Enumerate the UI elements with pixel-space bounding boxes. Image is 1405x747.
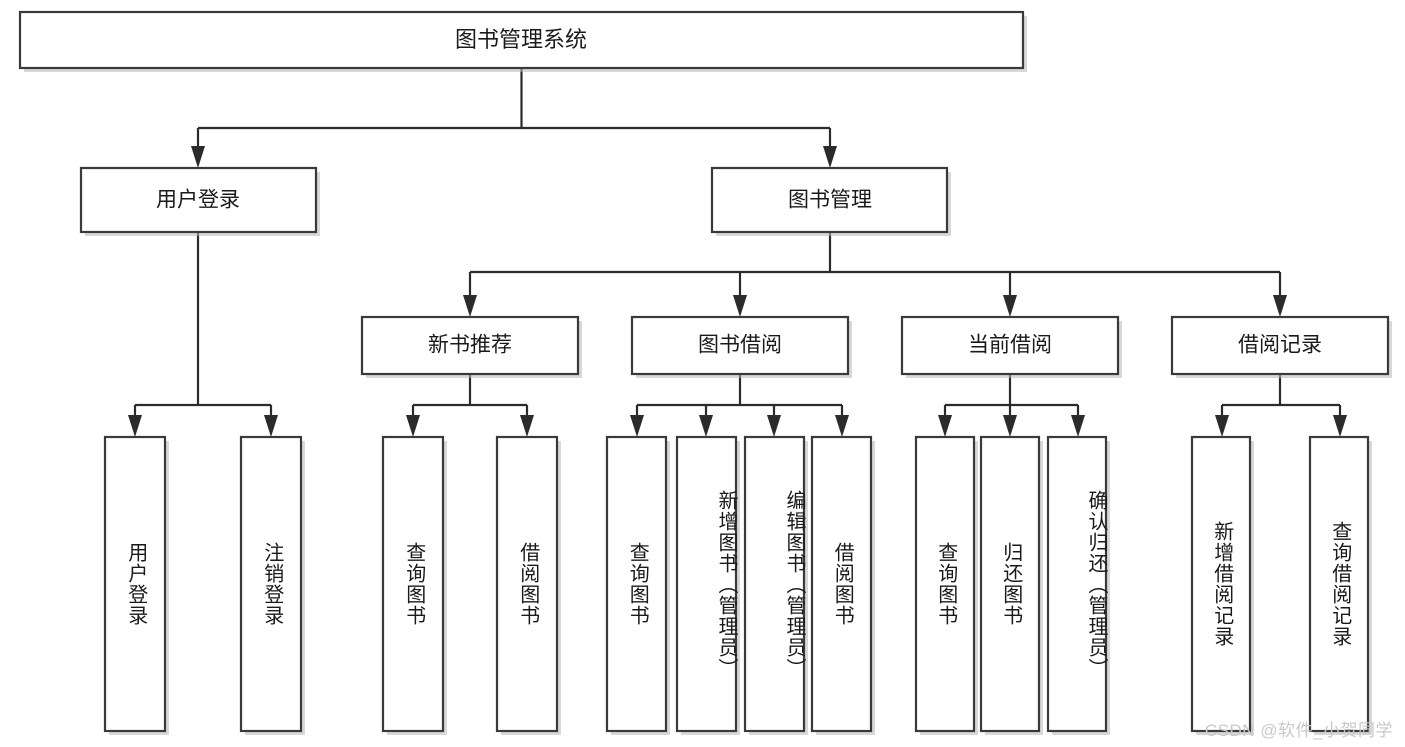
arrow-newbook-leaf-1-icon xyxy=(406,415,420,437)
leaf-current-borrow-1[interactable] xyxy=(914,435,978,735)
connector-group-borrow-record xyxy=(1215,374,1347,437)
node-borrow-record-label: 借阅记录 xyxy=(1238,334,1322,357)
leaf-new-book-1[interactable] xyxy=(381,435,447,735)
arrow-root-to-user-icon xyxy=(191,146,205,168)
arrow-user-leaf-2-icon xyxy=(264,415,278,437)
leaf-user-login-1-box xyxy=(103,435,167,733)
leaf-new-book-2-box xyxy=(495,435,559,733)
leaf-current-borrow-3-box xyxy=(1046,435,1108,733)
csdn-watermark: CSDN @软件_小贺同学 xyxy=(1204,721,1393,740)
node-new-book-box xyxy=(360,315,580,376)
leaf-current-borrow-1-box xyxy=(914,435,976,733)
arrow-newbook-leaf-2-icon xyxy=(520,415,534,437)
connector-group-book-manage xyxy=(463,232,1287,317)
leaf-borrow-record-2-box xyxy=(1308,435,1370,733)
arrow-root-to-book-icon xyxy=(823,146,837,168)
leaf-current-borrow-3[interactable] xyxy=(1046,435,1110,735)
leaf-borrow-record-2[interactable] xyxy=(1308,435,1372,735)
leaf-current-borrow-2-box xyxy=(979,435,1041,733)
node-user-login-label: 用户登录 xyxy=(156,189,240,212)
node-book-borrow-box xyxy=(630,315,850,376)
node-root-label: 图书管理系统 xyxy=(455,27,587,52)
arrow-current-leaf-2-icon xyxy=(1003,415,1017,437)
leaf-book-borrow-2[interactable] xyxy=(675,435,740,735)
node-book-borrow[interactable]: 图书借阅 xyxy=(630,315,852,378)
leaf-book-borrow-3-box xyxy=(743,435,806,733)
node-book-borrow-label: 图书借阅 xyxy=(698,334,782,357)
node-root-box xyxy=(18,10,1025,70)
leaf-book-borrow-1[interactable] xyxy=(605,435,670,735)
node-new-book[interactable]: 新书推荐 xyxy=(360,315,582,378)
connector-group-user-login xyxy=(128,232,278,437)
arrow-borrow-leaf-2-icon xyxy=(699,415,713,437)
connector-group-new-book xyxy=(406,374,534,437)
leaf-borrow-record-1-box xyxy=(1190,435,1252,733)
leaf-book-borrow-2-box xyxy=(675,435,738,733)
arrow-record-leaf-2-icon xyxy=(1333,415,1347,437)
node-borrow-record[interactable]: 借阅记录 xyxy=(1170,315,1392,378)
arrow-book-child-1-icon xyxy=(463,295,477,317)
leaf-book-borrow-4-box xyxy=(810,435,873,733)
leaf-borrow-record-1[interactable] xyxy=(1190,435,1254,735)
connector-group-book-borrow xyxy=(630,374,849,437)
leaf-user-login-2[interactable] xyxy=(239,435,305,735)
arrow-record-leaf-1-icon xyxy=(1215,415,1229,437)
leaf-user-login-1[interactable] xyxy=(103,435,169,735)
arrow-borrow-leaf-4-icon xyxy=(835,415,849,437)
leaf-book-borrow-3[interactable] xyxy=(743,435,808,735)
arrow-book-child-3-icon xyxy=(1003,295,1017,317)
arrow-borrow-leaf-1-icon xyxy=(630,415,644,437)
node-book-manage-box xyxy=(710,166,949,234)
arrow-current-leaf-3-icon xyxy=(1071,415,1085,437)
node-current-borrow-box xyxy=(900,315,1120,376)
node-current-borrow[interactable]: 当前借阅 xyxy=(900,315,1122,378)
arrow-book-child-4-icon xyxy=(1273,295,1287,317)
node-user-login-box xyxy=(79,166,318,234)
node-current-borrow-label: 当前借阅 xyxy=(968,334,1052,357)
arrow-current-leaf-1-icon xyxy=(938,415,952,437)
connector-group-current-borrow xyxy=(938,374,1085,437)
node-borrow-record-box xyxy=(1170,315,1390,376)
leaf-book-borrow-1-box xyxy=(605,435,668,733)
leaf-new-book-1-box xyxy=(381,435,445,733)
node-book-manage-label: 图书管理 xyxy=(788,189,872,212)
leaf-book-borrow-4[interactable] xyxy=(810,435,875,735)
arrow-book-child-2-icon xyxy=(733,295,747,317)
node-root[interactable]: 图书管理系统 xyxy=(18,10,1027,72)
node-new-book-label: 新书推荐 xyxy=(428,334,512,357)
leaf-current-borrow-2[interactable] xyxy=(979,435,1043,735)
leaf-user-login-2-box xyxy=(239,435,303,733)
arrow-user-leaf-1-icon xyxy=(128,415,142,437)
node-book-manage[interactable]: 图书管理 xyxy=(710,166,951,236)
arrow-borrow-leaf-3-icon xyxy=(767,415,781,437)
leaf-new-book-2[interactable] xyxy=(495,435,561,735)
connector-group-root xyxy=(191,68,837,168)
node-user-login[interactable]: 用户登录 xyxy=(79,166,320,236)
